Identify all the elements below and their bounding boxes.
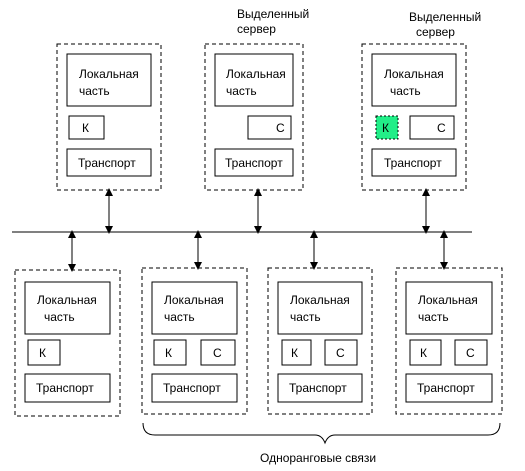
local-part-box <box>66 53 152 107</box>
node-bottom-3: Локальная часть К С Транспорт <box>267 267 373 415</box>
local-part-label-2: часть <box>164 310 195 324</box>
transport-label: Транспорт <box>289 381 347 395</box>
server-box <box>409 115 455 140</box>
client-label: К <box>420 346 427 360</box>
transport-box <box>66 148 152 177</box>
server-label: С <box>437 121 446 135</box>
client-box <box>281 339 312 366</box>
transport-label: Транспорт <box>78 156 136 170</box>
local-part-label: Локальная <box>418 293 478 307</box>
server-box <box>247 115 292 140</box>
transport-label: Транспорт <box>163 381 221 395</box>
server-box <box>454 339 488 366</box>
client-box <box>153 339 187 366</box>
client-box <box>409 339 442 366</box>
server-label: С <box>466 346 475 360</box>
client-box <box>68 115 105 140</box>
transport-label: Транспорт <box>225 156 283 170</box>
local-part-label: Локальная <box>37 293 97 307</box>
server-label: С <box>213 346 222 360</box>
local-part-label-2: часть <box>418 310 449 324</box>
node-top-1: Локальная часть К Транспорт <box>56 43 162 191</box>
local-part-label-2: часть <box>79 84 110 98</box>
local-part-label: Локальная <box>290 293 350 307</box>
transport-box <box>24 373 111 403</box>
transport-label: Транспорт <box>417 381 475 395</box>
local-part-box <box>24 281 111 335</box>
local-part-label: Локальная <box>164 293 224 307</box>
node-bottom-1: Локальная часть К Транспорт <box>14 269 121 417</box>
local-part-label-2: часть <box>226 84 257 98</box>
transport-label: Транспорт <box>36 381 94 395</box>
local-part-box <box>151 281 238 335</box>
client-label: К <box>382 121 389 135</box>
transport-box <box>405 373 493 403</box>
server-box <box>324 339 358 366</box>
dedicated-server-label-1b: сервер <box>237 22 276 36</box>
local-part-label: Локальная <box>226 67 286 81</box>
server-box <box>200 339 236 366</box>
local-part-label-2: часть <box>390 84 421 98</box>
local-part-label-2: часть <box>44 310 75 324</box>
local-part-box <box>214 53 294 107</box>
local-part-box <box>405 281 493 335</box>
local-part-box <box>371 53 457 107</box>
node-top-3: Локальная часть К С Транспорт <box>361 43 467 191</box>
client-label: К <box>82 121 89 135</box>
dedicated-server-label-2: Выделенный <box>409 10 481 24</box>
dedicated-server-label-1: Выделенный <box>237 7 309 21</box>
transport-label: Транспорт <box>384 156 442 170</box>
local-part-box <box>277 281 363 335</box>
server-label: С <box>336 346 345 360</box>
local-part-label-2: часть <box>290 310 321 324</box>
server-label: С <box>276 121 285 135</box>
client-box-highlighted <box>375 115 399 140</box>
peer-brace <box>142 422 501 445</box>
client-label: К <box>39 346 46 360</box>
transport-box <box>214 148 294 177</box>
transport-box <box>371 148 457 177</box>
dedicated-server-label-2b: сервер <box>416 25 455 39</box>
transport-box <box>277 373 363 403</box>
client-box <box>27 339 61 366</box>
client-label: К <box>291 346 298 360</box>
node-top-2: Локальная часть С Транспорт <box>204 43 304 191</box>
transport-box <box>151 373 238 403</box>
client-label: К <box>165 346 172 360</box>
local-part-label: Локальная <box>79 67 139 81</box>
node-bottom-2: Локальная часть К С Транспорт <box>141 267 248 415</box>
local-part-label: Локальная <box>384 67 444 81</box>
peer-links-label: Одноранговые связи <box>260 451 376 465</box>
node-bottom-4: Локальная часть К С Транспорт <box>395 267 503 415</box>
